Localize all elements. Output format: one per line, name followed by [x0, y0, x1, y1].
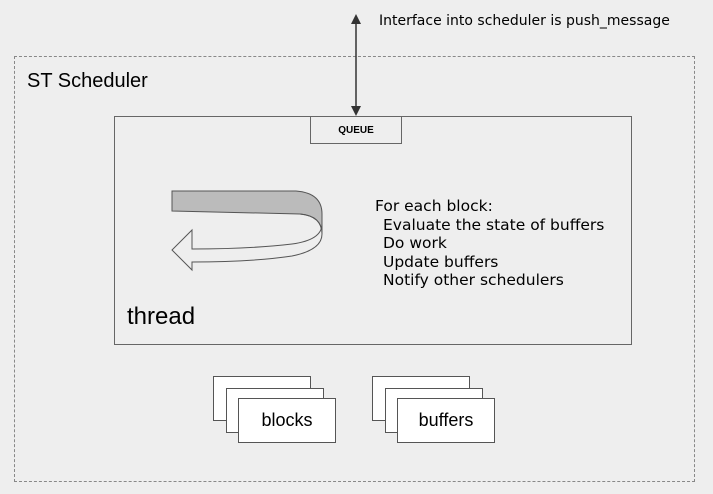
step-item: Notify other schedulers [383, 271, 564, 289]
thread-label: thread [127, 303, 196, 330]
blocks-card-front [238, 398, 336, 443]
scheduler-boundary [14, 56, 695, 482]
buffers-card-front [397, 398, 495, 443]
buffers-label: buffers [418, 410, 474, 430]
step-list: For each block: Evaluate the state of bu… [375, 197, 604, 290]
blocks-label: blocks [261, 410, 313, 430]
interface-arrow [351, 14, 361, 116]
queue-box: QUEUE [310, 116, 402, 144]
scheduler-title: ST Scheduler [27, 70, 148, 92]
loop-arrow-icon [171, 190, 323, 272]
step-item: Update buffers [383, 252, 499, 271]
interface-note: Interface into scheduler is push_message [379, 13, 670, 29]
step-item: Evaluate the state of buffers [383, 215, 605, 234]
step-item: Do work [383, 234, 447, 252]
step-heading: For each block: [375, 197, 493, 215]
